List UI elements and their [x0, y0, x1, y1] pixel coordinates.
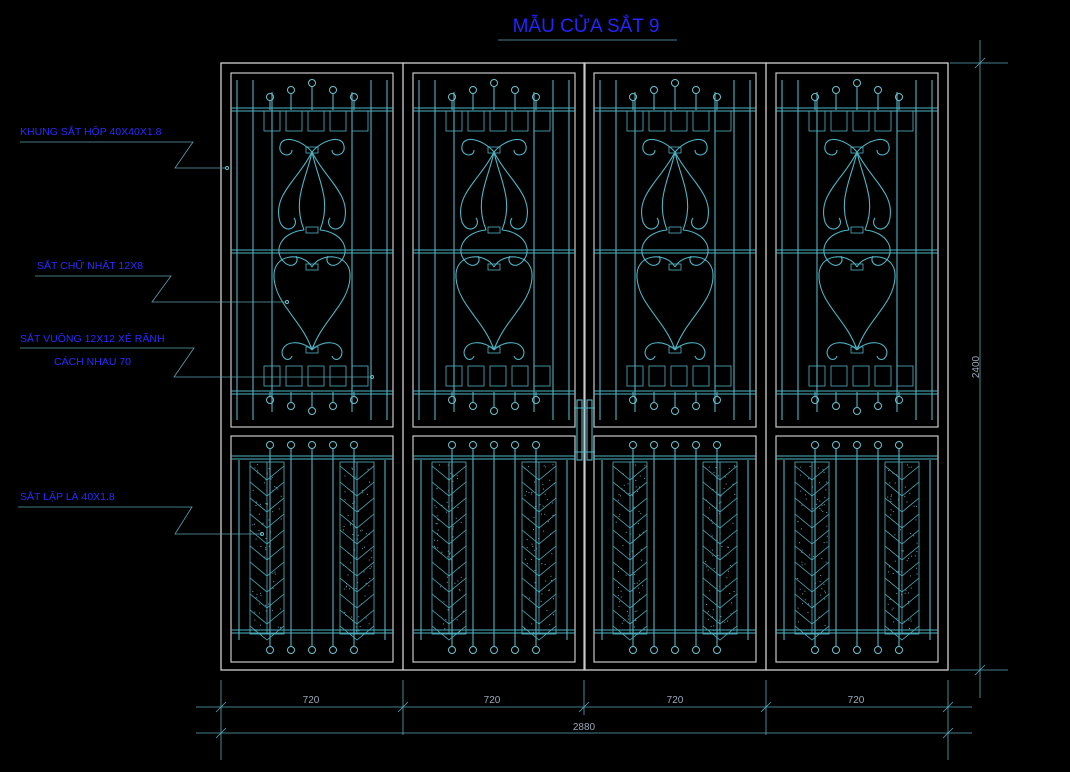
label-flat-bar: SẮT LẬP LÀ 40X1.8: [20, 490, 115, 503]
label-square-bar-2: CÁCH NHAU 70: [54, 355, 131, 368]
door-panel-3: [583, 62, 767, 671]
label-frame: KHUNG SẮT HỘP 40X40X1.8: [20, 125, 162, 138]
door-panel-1: [220, 62, 404, 671]
dim-total-width: 2880: [573, 722, 596, 733]
dim-panel-4: 720: [848, 695, 865, 706]
dim-panel-3: 720: [667, 695, 684, 706]
dim-height: 2400: [971, 355, 982, 378]
dim-panel-2: 720: [484, 695, 501, 706]
annotation-square-bar: SẮT VUÔNG 12X12 XẺ RÃNH CÁCH NHAU 70: [20, 332, 374, 379]
annotation-flat-bar: SẮT LẬP LÀ 40X1.8: [18, 490, 264, 536]
annotation-rect-bar: SẮT CHỮ NHẬT 12X8: [35, 259, 289, 304]
label-rect-bar: SẮT CHỮ NHẬT 12X8: [37, 259, 143, 272]
door-panel-2: [402, 62, 586, 671]
door-handle: [574, 399, 595, 461]
width-dimensions: 720 720 720 720 2880: [196, 680, 972, 760]
drawing-title: MẪU CỬA SẮT 9: [513, 15, 660, 37]
annotation-frame: KHUNG SẮT HỘP 40X40X1.8: [20, 125, 229, 170]
door-panel-4: [765, 62, 949, 671]
label-square-bar-1: SẮT VUÔNG 12X12 XẺ RÃNH: [20, 332, 165, 345]
door-panels: [220, 62, 949, 671]
dim-panel-1: 720: [303, 695, 320, 706]
height-dimension: 2400: [950, 40, 1008, 698]
